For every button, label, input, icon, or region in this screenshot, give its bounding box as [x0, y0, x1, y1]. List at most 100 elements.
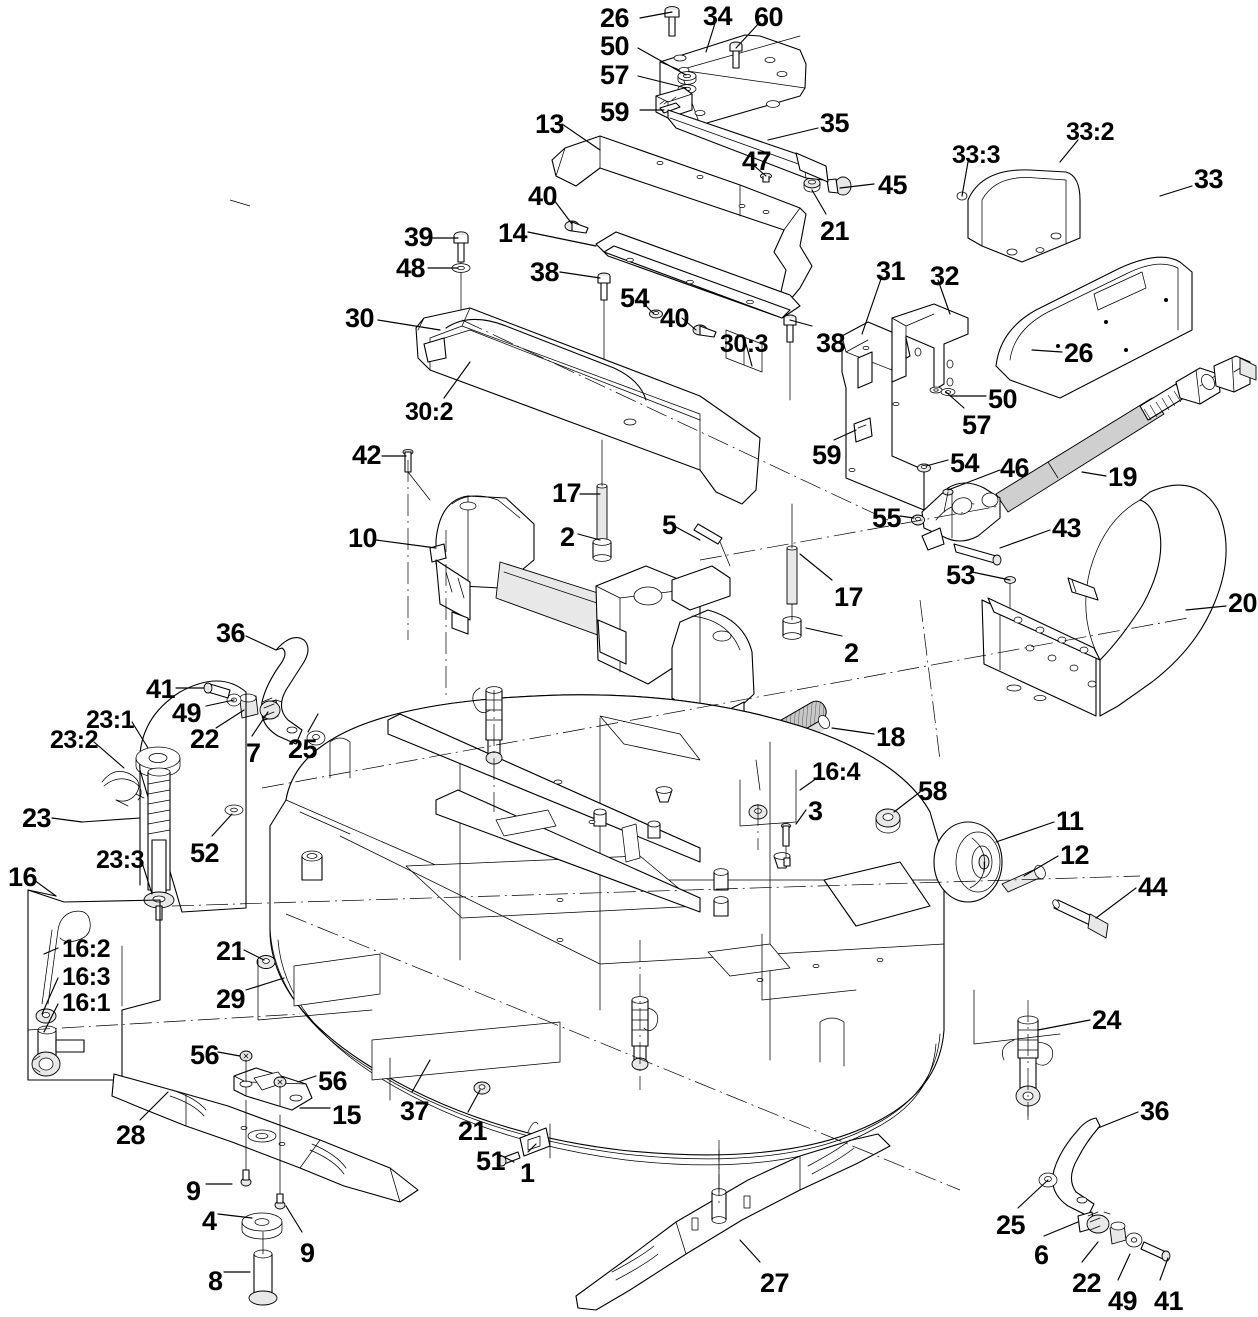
part-49-washer-right: [1125, 1232, 1143, 1248]
callout-18: 18: [876, 722, 906, 752]
part-37-mower-deck: [269, 694, 945, 1166]
leader-37: [411, 1059, 431, 1093]
callout-50: 50: [988, 384, 1018, 414]
leader-25: [1017, 1179, 1049, 1209]
leader-33-2: [1059, 139, 1079, 163]
callout-21: 21: [820, 216, 850, 246]
part-32-bracket: [891, 303, 969, 391]
callout-42: 42: [352, 440, 382, 470]
part-42-bolt: [402, 448, 431, 501]
leader-49: [205, 699, 235, 707]
part-56-bolt-a: [239, 1050, 253, 1083]
leader-26: [1031, 349, 1063, 353]
part-40-pin-b: [692, 324, 717, 338]
leader-36: [1097, 1111, 1139, 1129]
callout-38: 38: [530, 257, 560, 287]
callout-6: 6: [1034, 1240, 1049, 1270]
part-36-lever-right: [1052, 1117, 1101, 1217]
leader-38: [559, 271, 601, 279]
leader-21: [467, 1089, 481, 1113]
callout-34: 34: [703, 1, 733, 31]
part-23-2-hairpin: [101, 771, 145, 807]
callout-15: 15: [332, 1100, 362, 1130]
leader-23-3: [139, 855, 153, 895]
part-45-knob: [826, 176, 852, 196]
part-11-caster-wheel: [933, 821, 1003, 903]
leader-60: [735, 21, 761, 49]
callout-36: 36: [216, 618, 246, 648]
part-57-washer-b: [929, 386, 943, 394]
callout-9: 9: [186, 1176, 201, 1206]
callout-8: 8: [208, 1266, 223, 1296]
part-59-clip-mid: [853, 417, 873, 443]
callout-32: 32: [930, 261, 960, 291]
callout-51: 51: [476, 1146, 506, 1176]
callout-40: 40: [660, 303, 690, 333]
part-2-bumper-b: [782, 603, 802, 640]
part-46-bolt: [942, 488, 954, 513]
leader-23-1: [131, 721, 149, 749]
leader-43: [999, 529, 1051, 549]
leader-54: [925, 459, 949, 467]
callout-7: 7: [246, 738, 261, 768]
leader-2: [805, 627, 843, 637]
callout-14: 14: [498, 218, 528, 248]
part-4-washer-blade: [241, 1212, 283, 1240]
part-6-bushing-right: [1077, 1211, 1111, 1234]
callout-22: 22: [1072, 1268, 1102, 1298]
callout-56: 56: [318, 1066, 348, 1096]
leader-58: [893, 791, 921, 813]
callout-30-2: 30:2: [405, 398, 454, 426]
callout-16-4: 16:4: [812, 758, 861, 786]
leader-1: [527, 1143, 537, 1153]
leader-16-3: [41, 977, 59, 1015]
part-41-bolt-right: [1140, 1241, 1171, 1262]
leader-18: [831, 727, 875, 735]
callout-25: 25: [288, 734, 318, 764]
leader-23-2: [93, 741, 125, 769]
part-21-nut-top: [803, 177, 821, 193]
callout-40: 40: [528, 181, 558, 211]
callout-box-16: [27, 889, 161, 1081]
leader-4: [217, 1213, 253, 1219]
callout-29: 29: [216, 984, 246, 1014]
callout-21: 21: [216, 936, 246, 966]
callout-33-2: 33:2: [1066, 118, 1115, 146]
callout-2: 2: [560, 522, 575, 552]
callout-47: 47: [742, 146, 772, 176]
part-24-height-pin-right: [1002, 1015, 1054, 1117]
part-44-bolt: [1052, 899, 1109, 939]
leader-51: [497, 1153, 515, 1163]
leader-16: [33, 879, 57, 897]
leader-47: [751, 163, 767, 177]
part-28-blade-left: [111, 1073, 419, 1203]
part-56-bolt-b: [273, 1076, 287, 1107]
callout-23: 23: [22, 803, 52, 833]
callout-16-3: 16:3: [62, 963, 111, 991]
part-23-1-washer: [135, 746, 181, 778]
callout-24: 24: [1092, 1005, 1122, 1035]
leader-56: [297, 1075, 317, 1083]
part-33-cover: [995, 256, 1193, 399]
callout-55: 55: [872, 503, 902, 533]
leader-9: [285, 1205, 303, 1233]
part-22-bushing-right: [1109, 1221, 1127, 1245]
leader-22: [1081, 1241, 1099, 1263]
callout-guide-boxes: [121, 769, 1061, 1159]
leader-57: [637, 75, 687, 89]
leader-3: [795, 809, 807, 825]
leader-30: [377, 319, 441, 331]
part-3-bolt: [781, 822, 791, 867]
callout-16-2: 16:2: [62, 935, 111, 963]
leader-6: [1043, 1221, 1079, 1237]
leader-35: [767, 127, 819, 141]
part-25-washer-left: [306, 730, 326, 746]
leader-16-2: [43, 947, 59, 955]
part-21-nut-c: [473, 1081, 491, 1095]
leader-40: [681, 317, 697, 331]
part-51-bolt: [497, 1151, 521, 1167]
leader-50: [637, 47, 687, 76]
leader-12: [1023, 855, 1059, 877]
callout-36: 36: [1140, 1096, 1170, 1126]
part-2-bumper-a: [592, 538, 612, 562]
